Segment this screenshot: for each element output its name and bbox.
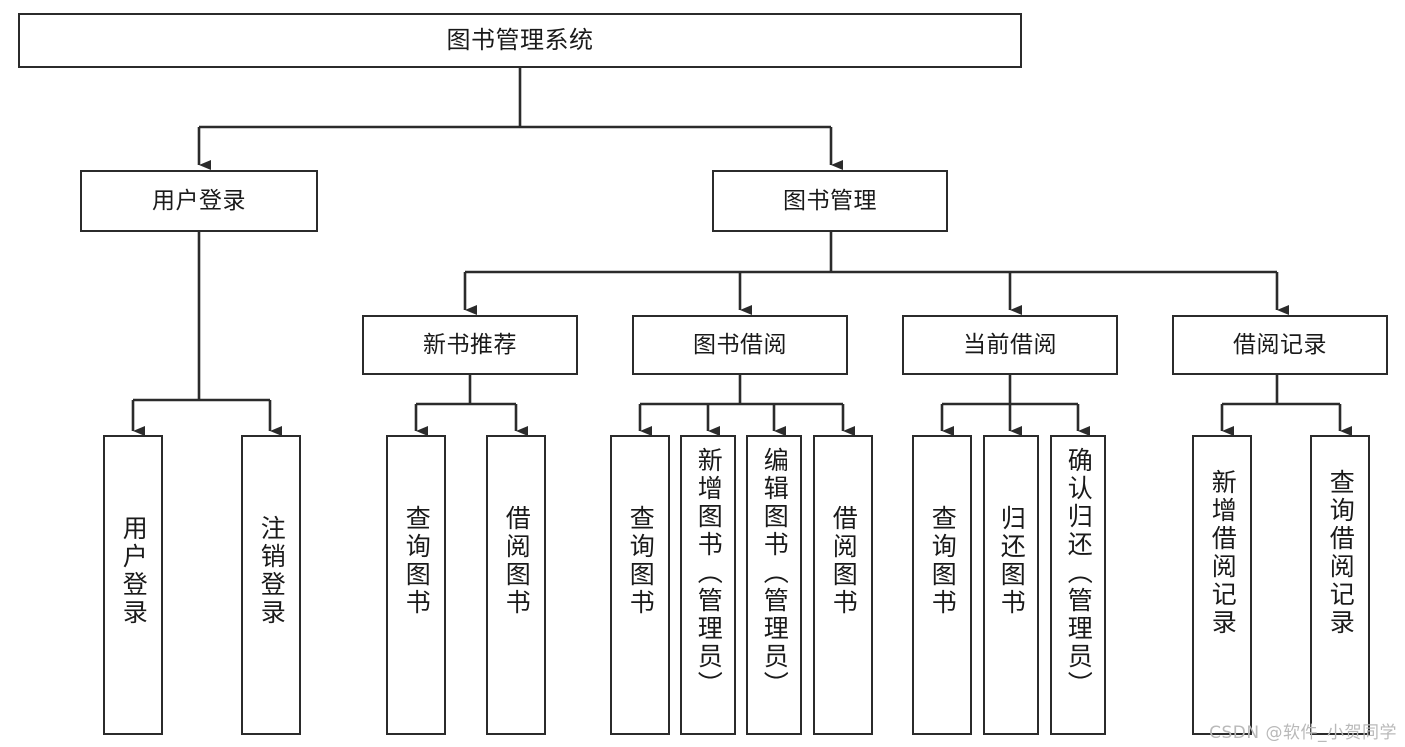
node-label: 用户登录 <box>152 187 246 214</box>
node-current-borrow[interactable]: 当前借阅 <box>902 315 1118 375</box>
leaf-user-logout[interactable]: 注销登录 <box>241 435 301 735</box>
node-label: 查询借阅记录 <box>1326 469 1356 637</box>
node-label: 查询图书 <box>626 505 656 617</box>
node-label: 新增借阅记录 <box>1208 469 1238 637</box>
node-label: 当前借阅 <box>963 331 1057 358</box>
node-label: 借阅图书 <box>502 505 532 617</box>
node-label: 查询图书 <box>928 505 958 617</box>
node-book-management[interactable]: 图书管理 <box>712 170 948 232</box>
leaf-query-book-current[interactable]: 查询图书 <box>912 435 972 735</box>
node-borrow-record[interactable]: 借阅记录 <box>1172 315 1388 375</box>
node-book-borrow[interactable]: 图书借阅 <box>632 315 848 375</box>
leaf-add-book-admin[interactable]: 新增图书（管理员） <box>680 435 736 735</box>
leaf-user-login[interactable]: 用户登录 <box>103 435 163 735</box>
leaf-borrow-book-borrow[interactable]: 借阅图书 <box>813 435 873 735</box>
node-label: 借阅图书 <box>829 505 859 617</box>
leaf-add-borrow-record[interactable]: 新增借阅记录 <box>1192 435 1252 735</box>
node-label: 新书推荐 <box>423 331 517 358</box>
leaf-query-book-borrow[interactable]: 查询图书 <box>610 435 670 735</box>
node-label: 归还图书 <box>997 505 1027 617</box>
node-label: 用户登录 <box>119 515 149 627</box>
node-label: 确认归还（管理员） <box>1064 447 1094 699</box>
leaf-query-borrow-record[interactable]: 查询借阅记录 <box>1310 435 1370 735</box>
node-label: 图书借阅 <box>693 331 787 358</box>
node-label: 图书管理系统 <box>446 25 594 54</box>
node-label: 编辑图书（管理员） <box>760 447 790 699</box>
node-user-login[interactable]: 用户登录 <box>80 170 318 232</box>
node-label: 图书管理 <box>783 187 877 214</box>
csdn-watermark: CSDN @软件_小贺同学 <box>1209 723 1397 743</box>
node-label: 借阅记录 <box>1233 331 1327 358</box>
node-label: 注销登录 <box>257 515 287 627</box>
node-label: 新增图书（管理员） <box>694 447 724 699</box>
leaf-query-book-recommend[interactable]: 查询图书 <box>386 435 446 735</box>
node-label: 查询图书 <box>402 505 432 617</box>
leaf-edit-book-admin[interactable]: 编辑图书（管理员） <box>746 435 802 735</box>
leaf-borrow-book-recommend[interactable]: 借阅图书 <box>486 435 546 735</box>
node-root-book-management-system[interactable]: 图书管理系统 <box>18 13 1022 68</box>
leaf-confirm-return-admin[interactable]: 确认归还（管理员） <box>1050 435 1106 735</box>
node-new-book-recommend[interactable]: 新书推荐 <box>362 315 578 375</box>
leaf-return-book[interactable]: 归还图书 <box>983 435 1039 735</box>
